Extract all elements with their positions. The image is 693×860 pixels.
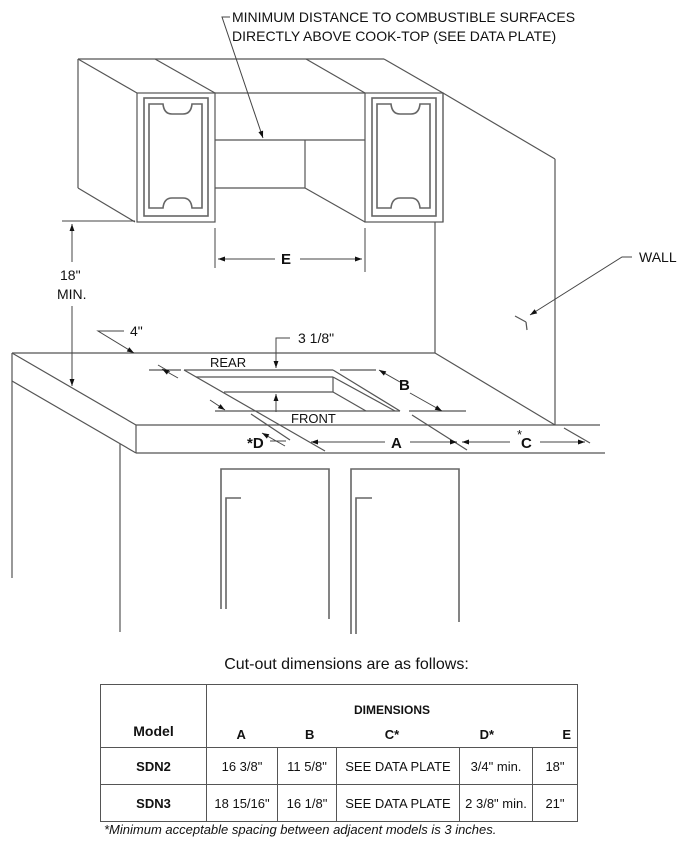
table-footnote: *Minimum acceptable spacing between adja… [104, 822, 497, 837]
model-cell: SDN3 [100, 784, 207, 822]
dimension-lines [62, 16, 632, 447]
wall-label: WALL [639, 249, 677, 265]
table-row: SDN3 18 15/16" 16 1/8" SEE DATA PLATE 2 … [100, 784, 578, 822]
upper-cabinets [77, 58, 444, 223]
cell-c: SEE DATA PLATE [336, 747, 460, 785]
cell-a: 16 3/8" [206, 747, 278, 785]
cell-e: 21" [532, 784, 578, 822]
column-header-b: B [305, 727, 315, 742]
rear-label: REAR [210, 355, 246, 370]
rear-gap-label: 3 1/8" [298, 330, 334, 346]
cell-a: 18 15/16" [206, 784, 278, 822]
dimension-label-a: A [391, 435, 402, 452]
dimension-label-c: C [521, 435, 532, 452]
column-header-a: A [236, 727, 246, 742]
dimension-label-e: E [281, 251, 291, 268]
base-cabinet-doors [220, 468, 460, 634]
front-label: FRONT [291, 411, 336, 426]
cell-e: 18" [532, 747, 578, 785]
table-header-row: Model DIMENSIONS A B C* D* E [100, 684, 578, 748]
table-row: SDN2 16 3/8" 11 5/8" SEE DATA PLATE 3/4"… [100, 747, 578, 785]
cell-d: 2 3/8" min. [459, 784, 533, 822]
table-caption: Cut-out dimensions are as follows: [224, 656, 469, 673]
wall [434, 92, 556, 426]
cell-d: 3/4" min. [459, 747, 533, 785]
cell-b: 11 5/8" [277, 747, 337, 785]
dimension-label-c-asterisk: * [517, 427, 522, 442]
dimensions-table: Model DIMENSIONS A B C* D* E SDN2 16 3/8… [100, 684, 578, 822]
column-header-d: D* [479, 727, 495, 742]
callout-combustible-line2: DIRECTLY ABOVE COOK-TOP (SEE DATA PLATE) [232, 28, 556, 44]
height-label-min: MIN. [57, 286, 87, 302]
callout-combustible-line1: MINIMUM DISTANCE TO COMBUSTIBLE SURFACES [232, 9, 575, 25]
cell-b: 16 1/8" [277, 784, 337, 822]
dimensions-header-cell: DIMENSIONS A B C* D* E [206, 684, 578, 748]
cell-c: SEE DATA PLATE [336, 784, 460, 822]
column-header-c: C* [384, 727, 400, 742]
column-header-e: E [562, 727, 572, 742]
model-header: Model [100, 684, 207, 748]
dimensions-header: DIMENSIONS [353, 703, 430, 717]
countertop [11, 352, 605, 632]
installation-diagram: MINIMUM DISTANCE TO COMBUSTIBLE SURFACES… [11, 9, 677, 634]
model-cell: SDN2 [100, 747, 207, 785]
dimension-label-d: *D [247, 435, 264, 452]
setback-label: 4" [130, 323, 143, 339]
dimension-label-b: B [399, 377, 410, 394]
height-label-value: 18" [60, 267, 81, 283]
